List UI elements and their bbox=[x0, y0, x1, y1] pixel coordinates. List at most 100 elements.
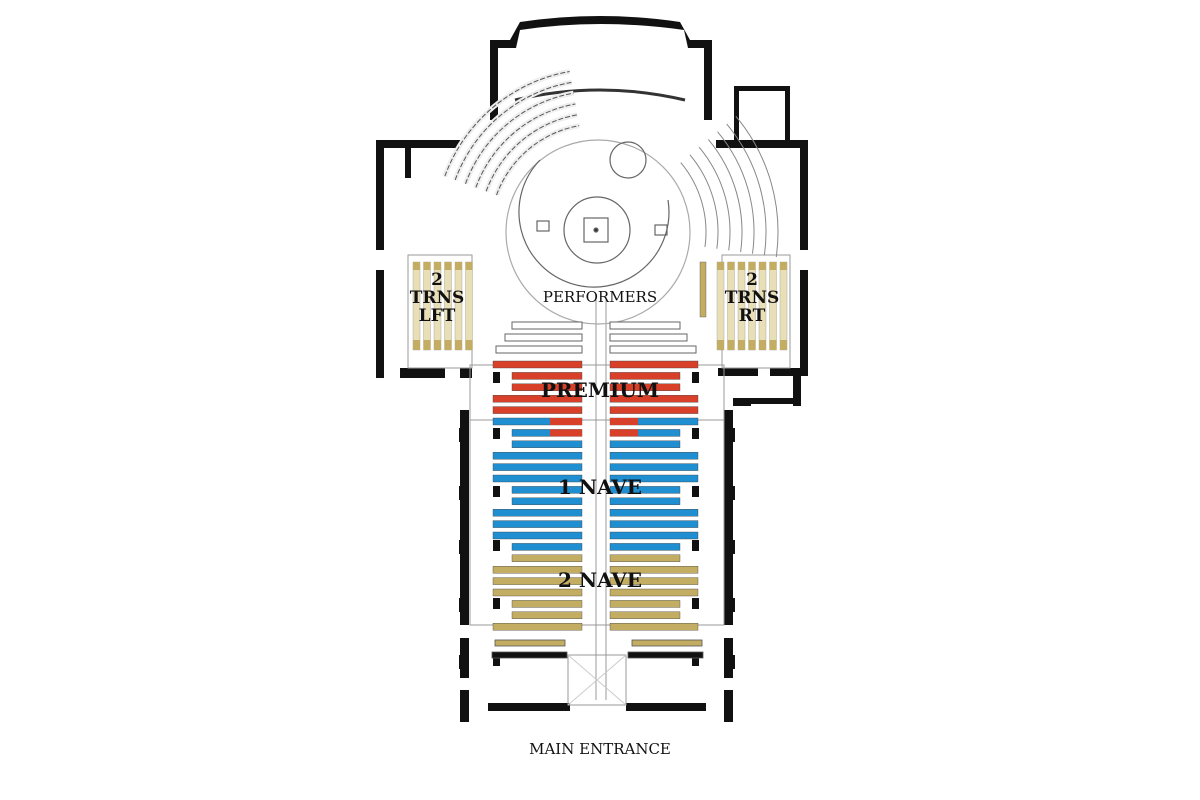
pew-row-left[interactable] bbox=[511, 486, 583, 494]
pier bbox=[459, 598, 464, 612]
pier bbox=[493, 540, 500, 551]
pew-row-right[interactable] bbox=[609, 611, 681, 619]
pew-row-right[interactable] bbox=[609, 520, 699, 528]
bench-end bbox=[423, 262, 431, 270]
pier bbox=[692, 486, 699, 497]
pier bbox=[692, 428, 699, 439]
pier bbox=[459, 655, 464, 669]
nave2-label-text: 2 NAVE bbox=[558, 568, 642, 592]
pier bbox=[692, 655, 699, 666]
pew-row-left[interactable] bbox=[492, 406, 583, 414]
pier bbox=[730, 598, 735, 612]
pew-row-left[interactable] bbox=[511, 440, 583, 448]
transept-left-label: 2 TRNS LFT bbox=[405, 270, 469, 326]
pew-row-left[interactable] bbox=[492, 577, 583, 585]
pew-row-right[interactable] bbox=[609, 509, 699, 517]
choir-row bbox=[707, 139, 743, 253]
pier bbox=[730, 655, 735, 669]
pew-row-right[interactable] bbox=[609, 383, 681, 391]
pew-row-right[interactable] bbox=[609, 577, 699, 585]
pew-row-right[interactable] bbox=[609, 531, 699, 540]
pew-row-right[interactable] bbox=[609, 497, 681, 505]
pew-row-right[interactable] bbox=[609, 554, 681, 562]
premium-label-text: PREMIUM bbox=[541, 378, 659, 402]
transept-right-label-line: TRNS bbox=[724, 287, 780, 308]
nave1-label-text: 1 NAVE bbox=[558, 475, 642, 499]
pew-row-left[interactable] bbox=[492, 395, 583, 403]
pew-row-left[interactable] bbox=[492, 531, 583, 540]
pew-row-right[interactable] bbox=[609, 486, 681, 494]
choir-row bbox=[680, 162, 707, 248]
pew-row-left[interactable] bbox=[492, 463, 583, 471]
transept-bench[interactable] bbox=[699, 261, 707, 318]
bench-end bbox=[727, 262, 735, 270]
pew-row-left[interactable] bbox=[492, 452, 583, 460]
premium-section-label[interactable]: PREMIUM bbox=[520, 380, 680, 401]
pew-row-left[interactable] bbox=[492, 474, 583, 483]
transept-right-label-line: 2 bbox=[746, 270, 758, 290]
nave2-section-label[interactable]: 2 NAVE bbox=[520, 570, 680, 591]
choir-row-outline bbox=[485, 114, 578, 192]
pew-row-left[interactable] bbox=[492, 360, 583, 369]
bench-end bbox=[465, 340, 473, 350]
pier bbox=[730, 486, 735, 500]
choir-seating-left bbox=[442, 69, 580, 196]
pew-row-right[interactable] bbox=[609, 566, 699, 574]
pier bbox=[493, 486, 500, 497]
pew-row-left[interactable] bbox=[492, 566, 583, 574]
bench-end bbox=[769, 262, 777, 270]
choir-row bbox=[735, 115, 779, 258]
pew-row-right[interactable] bbox=[609, 474, 699, 483]
pew-row-right[interactable] bbox=[609, 372, 681, 380]
pier bbox=[730, 428, 735, 442]
pier bbox=[493, 598, 500, 609]
pew-row-left[interactable] bbox=[492, 520, 583, 528]
pew-row-right[interactable] bbox=[609, 395, 699, 403]
main-entrance-label: MAIN ENTRANCE bbox=[529, 740, 671, 758]
bench-end bbox=[748, 262, 756, 270]
pier bbox=[493, 655, 500, 666]
pew-row-right[interactable] bbox=[609, 406, 699, 414]
pew-row-right[interactable] bbox=[609, 463, 699, 471]
bench-end bbox=[444, 262, 452, 270]
bench-end bbox=[413, 340, 420, 350]
pew-row-right[interactable] bbox=[609, 452, 699, 460]
pew-row-left[interactable] bbox=[492, 623, 583, 631]
pew-row-left[interactable] bbox=[511, 383, 583, 391]
pew-row-left[interactable] bbox=[492, 588, 583, 597]
bench-end bbox=[455, 340, 462, 350]
pew-row-left[interactable] bbox=[511, 372, 583, 380]
pew-row-right[interactable] bbox=[609, 588, 699, 597]
pew-row-right[interactable] bbox=[609, 543, 681, 551]
bench-end bbox=[738, 340, 745, 350]
pew-row-left[interactable] bbox=[511, 600, 583, 608]
performers-label: PERFORMERS bbox=[542, 288, 658, 306]
bench-end bbox=[748, 340, 756, 350]
pier bbox=[459, 486, 464, 500]
pew-row-right[interactable] bbox=[609, 440, 681, 448]
pew-row-left[interactable] bbox=[511, 554, 583, 562]
choir-row-outline bbox=[444, 70, 570, 177]
transept-left-label-line: 2 bbox=[431, 270, 443, 290]
bench-end bbox=[727, 340, 735, 350]
pew-row-left[interactable] bbox=[511, 497, 583, 505]
pew-row-right[interactable] bbox=[609, 600, 681, 608]
pew-row-left[interactable] bbox=[511, 611, 583, 619]
pew-row-left[interactable] bbox=[511, 543, 583, 551]
pew-premium-segment bbox=[550, 418, 582, 425]
bench-end bbox=[780, 262, 787, 270]
bench-end bbox=[717, 262, 724, 270]
choir-row bbox=[717, 131, 755, 254]
nave1-section-label[interactable]: 1 NAVE bbox=[520, 477, 680, 498]
choir-row-outline bbox=[496, 125, 580, 196]
pier bbox=[692, 598, 699, 609]
walls bbox=[376, 16, 808, 722]
pew-premium-segment bbox=[610, 418, 638, 425]
pew-row-right[interactable] bbox=[609, 623, 699, 631]
pier bbox=[730, 540, 735, 554]
pew-row-left[interactable] bbox=[492, 509, 583, 517]
pew-row-right[interactable] bbox=[609, 360, 699, 369]
transept-left-label-line: LFT bbox=[418, 305, 456, 326]
